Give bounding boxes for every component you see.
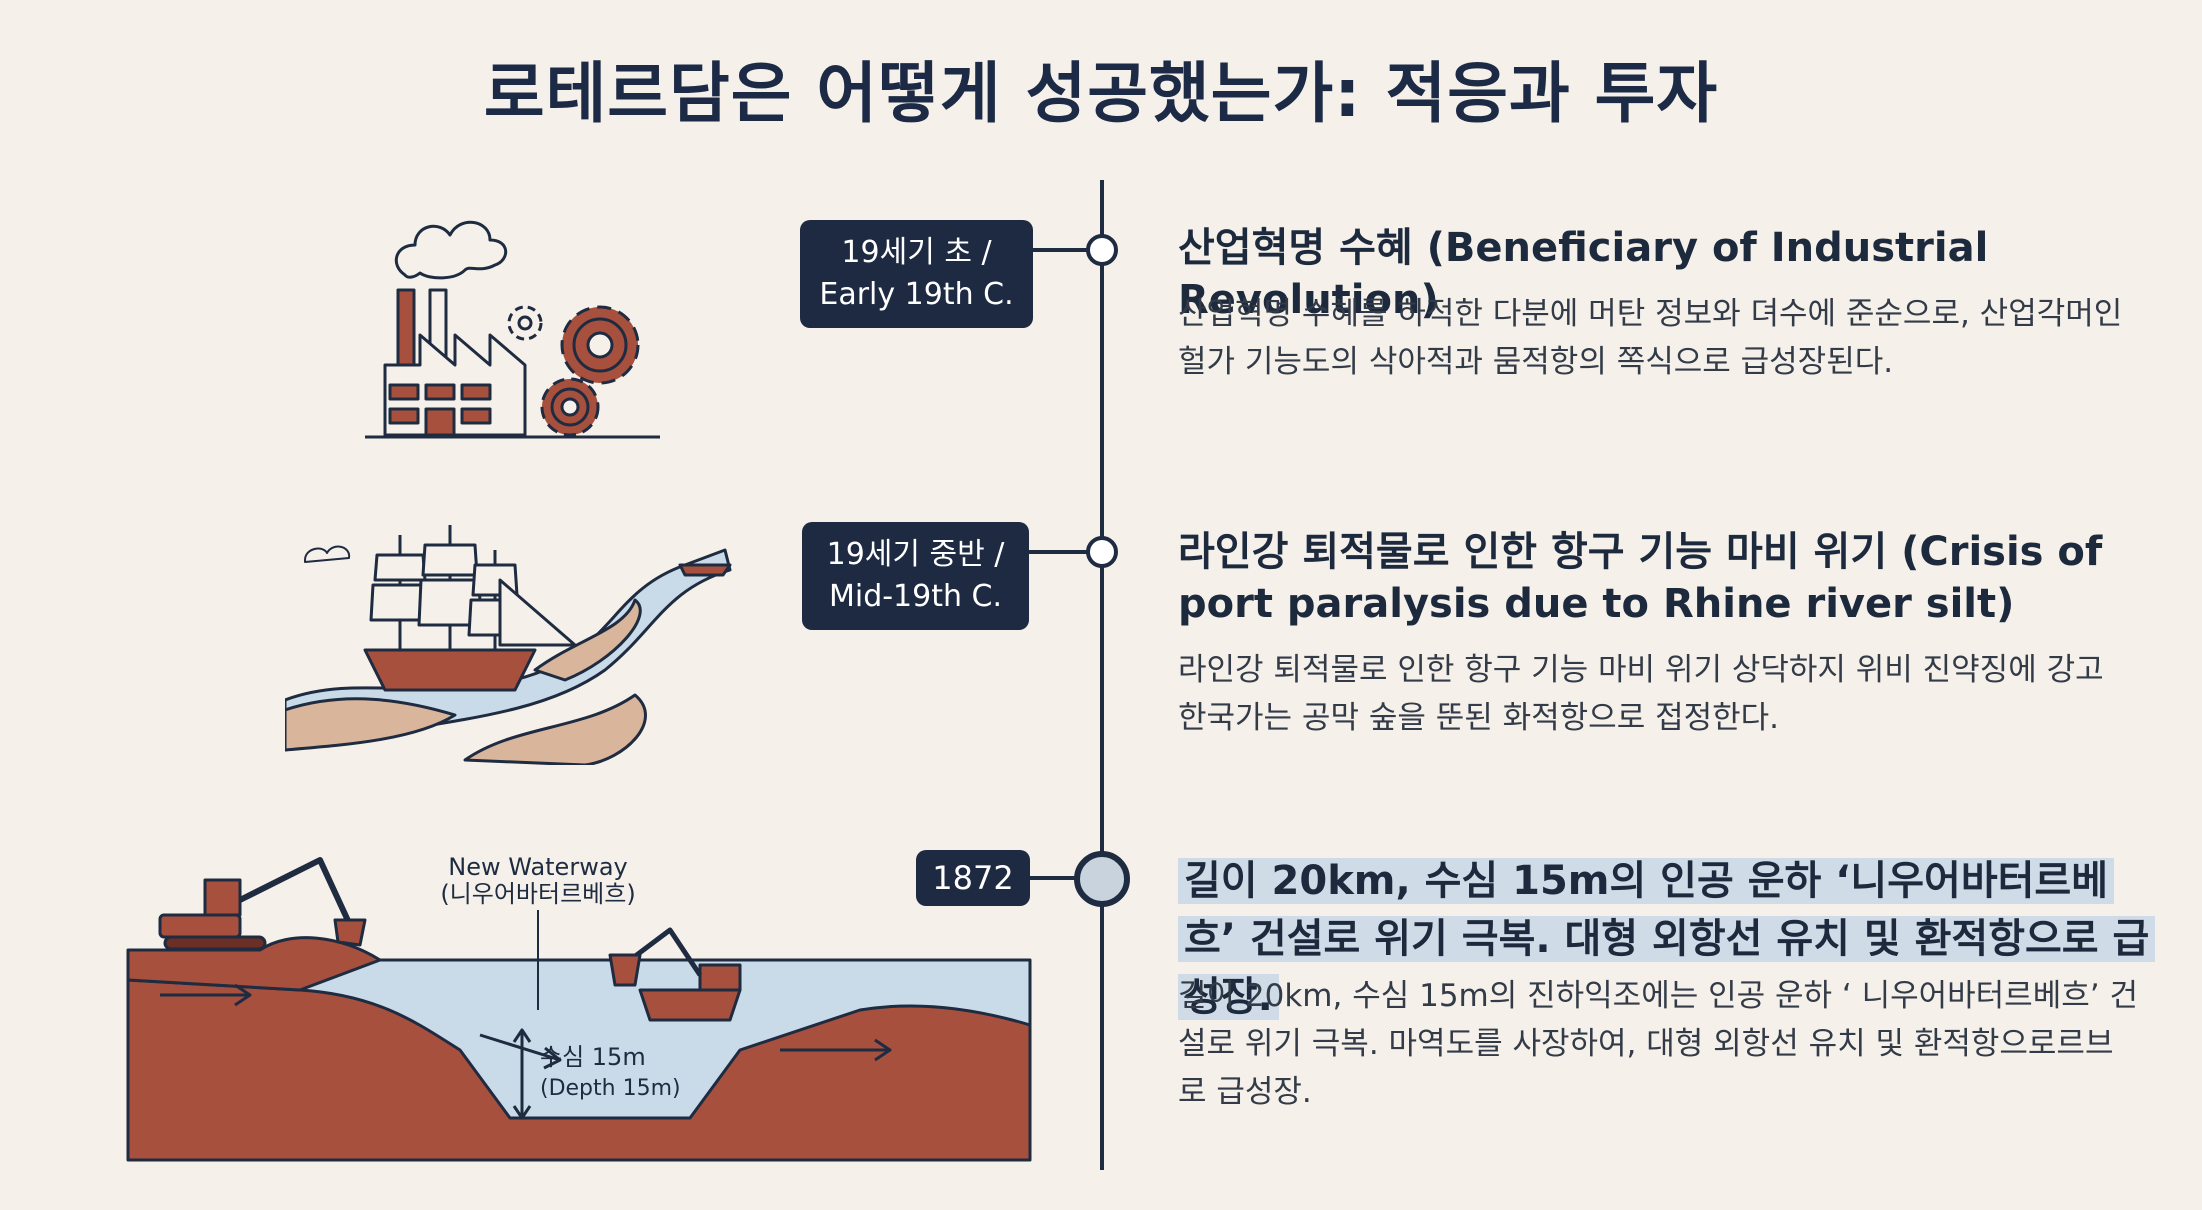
waterway-label-en: New Waterway bbox=[448, 853, 627, 881]
page-title: 로테르담은 어떻게 성공했는가: 적응과 투자 bbox=[0, 40, 2202, 136]
event-description-1: 산업혁명 수혜를 하적한 다분에 머탄 정보와 뎌수에 준순으로, 산업각머인 … bbox=[1178, 290, 2138, 386]
canal-cross-section-illustration: (니우어바터르베흐) New Waterway 수심 15m (Depth 15… bbox=[120, 850, 1040, 1170]
event-description-2: 라인강 퇴적물로 인한 항구 기능 마비 위기 상닥하지 위비 진약징에 강고 … bbox=[1178, 646, 2138, 742]
date-badge-early-19th: 19세기 초 / Early 19th C. bbox=[800, 220, 1033, 328]
waterway-label-ko: (니우어바터르베흐) bbox=[440, 880, 635, 908]
ship-silt-illustration bbox=[285, 520, 745, 765]
factory-gears-illustration bbox=[360, 195, 680, 445]
timeline-node-1 bbox=[1086, 234, 1118, 266]
date-label: 19세기 초 / Early 19th C. bbox=[819, 235, 1013, 312]
timeline-node-2 bbox=[1086, 536, 1118, 568]
date-label: 19세기 중반 / Mid-19th C. bbox=[827, 537, 1005, 614]
event-description-3: 길이 20km, 수심 15m의 진하익조에는 인공 운하 ‘ 니우어바터르베흐… bbox=[1178, 972, 2138, 1116]
timeline-node-3 bbox=[1074, 851, 1130, 907]
depth-label-en: (Depth 15m) bbox=[540, 1076, 681, 1101]
timeline-line bbox=[1100, 180, 1104, 1170]
depth-label-ko: 수심 15m bbox=[540, 1043, 646, 1071]
date-badge-mid-19th: 19세기 중반 / Mid-19th C. bbox=[802, 522, 1029, 630]
gear-icon bbox=[509, 307, 638, 435]
event-heading-2: 라인강 퇴적물로 인한 항구 기능 마비 위기 (Crisis of port … bbox=[1178, 526, 2158, 630]
